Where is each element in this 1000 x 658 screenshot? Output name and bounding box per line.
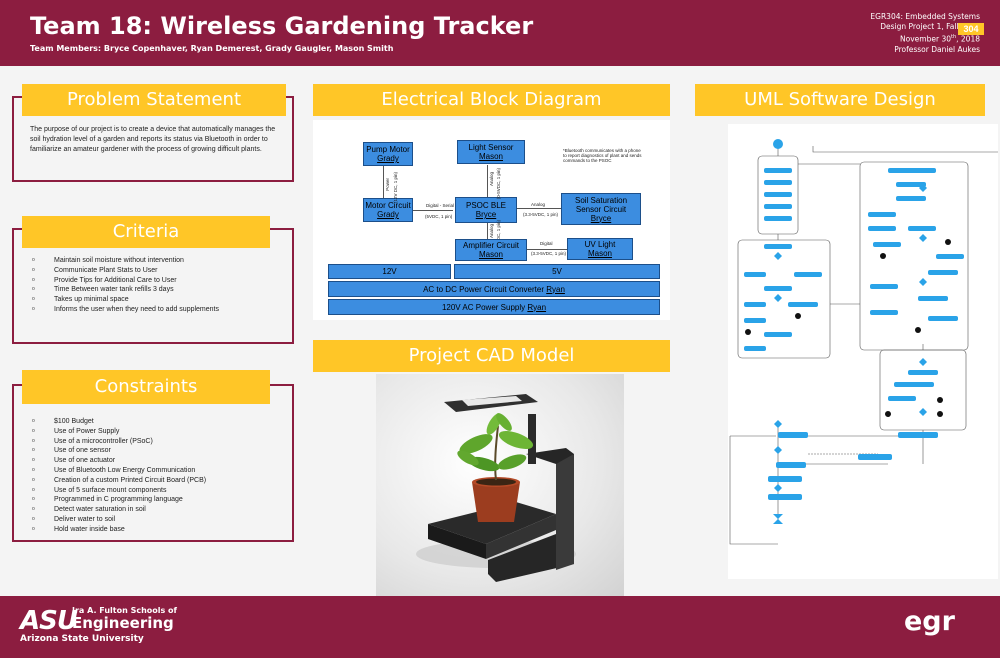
analog-soil-spec-label: (3.3-5VDC, 1 pin) bbox=[523, 212, 559, 217]
poster-footer: ASU Ira A. Fulton Schools of Engineering… bbox=[0, 596, 1000, 658]
electrical-heading: Electrical Block Diagram bbox=[313, 84, 670, 116]
list-item: Programmed in C programming language bbox=[32, 495, 272, 505]
school-name: Ira A. Fulton Schools of bbox=[72, 606, 178, 615]
poster-header: Team 18: Wireless Gardening Tracker Team… bbox=[0, 0, 1000, 66]
problem-heading: Problem Statement bbox=[22, 84, 286, 116]
digital-serial-label: Digital - Serial bbox=[426, 203, 455, 208]
egr-course-number: 304 bbox=[958, 23, 984, 35]
uml-activity-diagram bbox=[728, 124, 998, 579]
asu-logo: ASU bbox=[20, 606, 78, 636]
list-item: Deliver water to soil bbox=[32, 515, 272, 525]
bluetooth-note: *Bluetooth communicates with a phone to … bbox=[563, 148, 642, 163]
course-project: Design Project 1, Fall 2018 bbox=[880, 22, 980, 31]
criteria-heading: Criteria bbox=[22, 216, 270, 248]
line-motor-psoc bbox=[403, 210, 453, 211]
list-item: Informs the user when they need to add s… bbox=[32, 305, 272, 315]
cad-heading: Project CAD Model bbox=[313, 340, 670, 372]
power-spec-label: (12V DC, 1 pin) bbox=[393, 172, 398, 204]
course-name: EGR304: Embedded Systems bbox=[870, 12, 980, 21]
analog-light-label: Analog bbox=[489, 172, 494, 187]
list-item: Provide Tips for Additional Care to User bbox=[32, 276, 272, 286]
cad-model-render bbox=[376, 374, 624, 596]
digital-serial-spec-label: (5VDC, 1 pin) bbox=[425, 214, 453, 219]
list-item: Creation of a custom Printed Circuit Boa… bbox=[32, 476, 272, 486]
constraints-heading: Constraints bbox=[22, 370, 270, 404]
line-psoc-soil bbox=[517, 208, 561, 209]
line-light-psoc bbox=[487, 165, 488, 198]
list-item: Use of one actuator bbox=[32, 456, 272, 466]
list-item: Detect water saturation in soil bbox=[32, 505, 272, 515]
digital-spec-label: (3.3-5VDC, 1 pin) bbox=[531, 251, 567, 256]
list-item: Time Between water tank refills 3 days bbox=[32, 285, 272, 295]
university-name: Arizona State University bbox=[20, 634, 144, 644]
egr-logo: egr bbox=[904, 606, 955, 637]
team-members: Team Members: Bryce Copenhaver, Ryan Dem… bbox=[30, 44, 394, 53]
list-item: Use of 5 surface mount components bbox=[32, 486, 272, 496]
power-label: Power bbox=[385, 178, 390, 191]
list-item: Hold water inside base bbox=[32, 525, 272, 535]
course-professor: Professor Daniel Aukes bbox=[894, 44, 980, 54]
list-item: Use of Power Supply bbox=[32, 427, 272, 437]
digital-label: Digital bbox=[540, 241, 553, 246]
course-date: November 30th, 2018 bbox=[900, 34, 980, 44]
analog-soil-label: Analog bbox=[531, 202, 546, 207]
uml-diagram-graphic bbox=[729, 139, 998, 545]
planter-device-image bbox=[416, 394, 576, 582]
ac-power-supply-block: 120V AC Power Supply Ryan bbox=[328, 299, 660, 315]
5v-rail-block: 5V bbox=[454, 264, 660, 279]
list-item: Use of one sensor bbox=[32, 446, 272, 456]
list-item: Communicate Plant Stats to User bbox=[32, 266, 272, 276]
line-psoc-amp bbox=[487, 222, 488, 239]
ac-dc-converter-block: AC to DC Power Circuit Converter Ryan bbox=[328, 281, 660, 297]
line-pump-motor bbox=[383, 165, 384, 198]
criteria-list: Maintain soil moisture without intervent… bbox=[32, 256, 272, 315]
list-item: $100 Budget bbox=[32, 417, 272, 427]
analog-amp-label: Analog bbox=[489, 224, 494, 239]
list-item: Takes up minimal space bbox=[32, 295, 272, 305]
12v-rail-block: 12V bbox=[328, 264, 451, 279]
analog-light-spec-label: (0-5VDC, 1 pin) bbox=[496, 168, 501, 200]
poster-title: Team 18: Wireless Gardening Tracker bbox=[30, 12, 534, 40]
list-item: Maintain soil moisture without intervent… bbox=[32, 256, 272, 266]
problem-text: The purpose of our project is to create … bbox=[30, 126, 276, 153]
list-item: Use of a microcontroller (PSoC) bbox=[32, 437, 272, 447]
engineering-wordmark: Engineering bbox=[72, 614, 174, 632]
line-amp-uv bbox=[527, 249, 567, 250]
uml-heading: UML Software Design bbox=[695, 84, 985, 116]
constraints-list: $100 Budget Use of Power Supply Use of a… bbox=[32, 417, 272, 535]
list-item: Use of Bluetooth Low Energy Communicatio… bbox=[32, 466, 272, 476]
course-info: EGR304: Embedded Systems Design Project … bbox=[870, 12, 980, 55]
